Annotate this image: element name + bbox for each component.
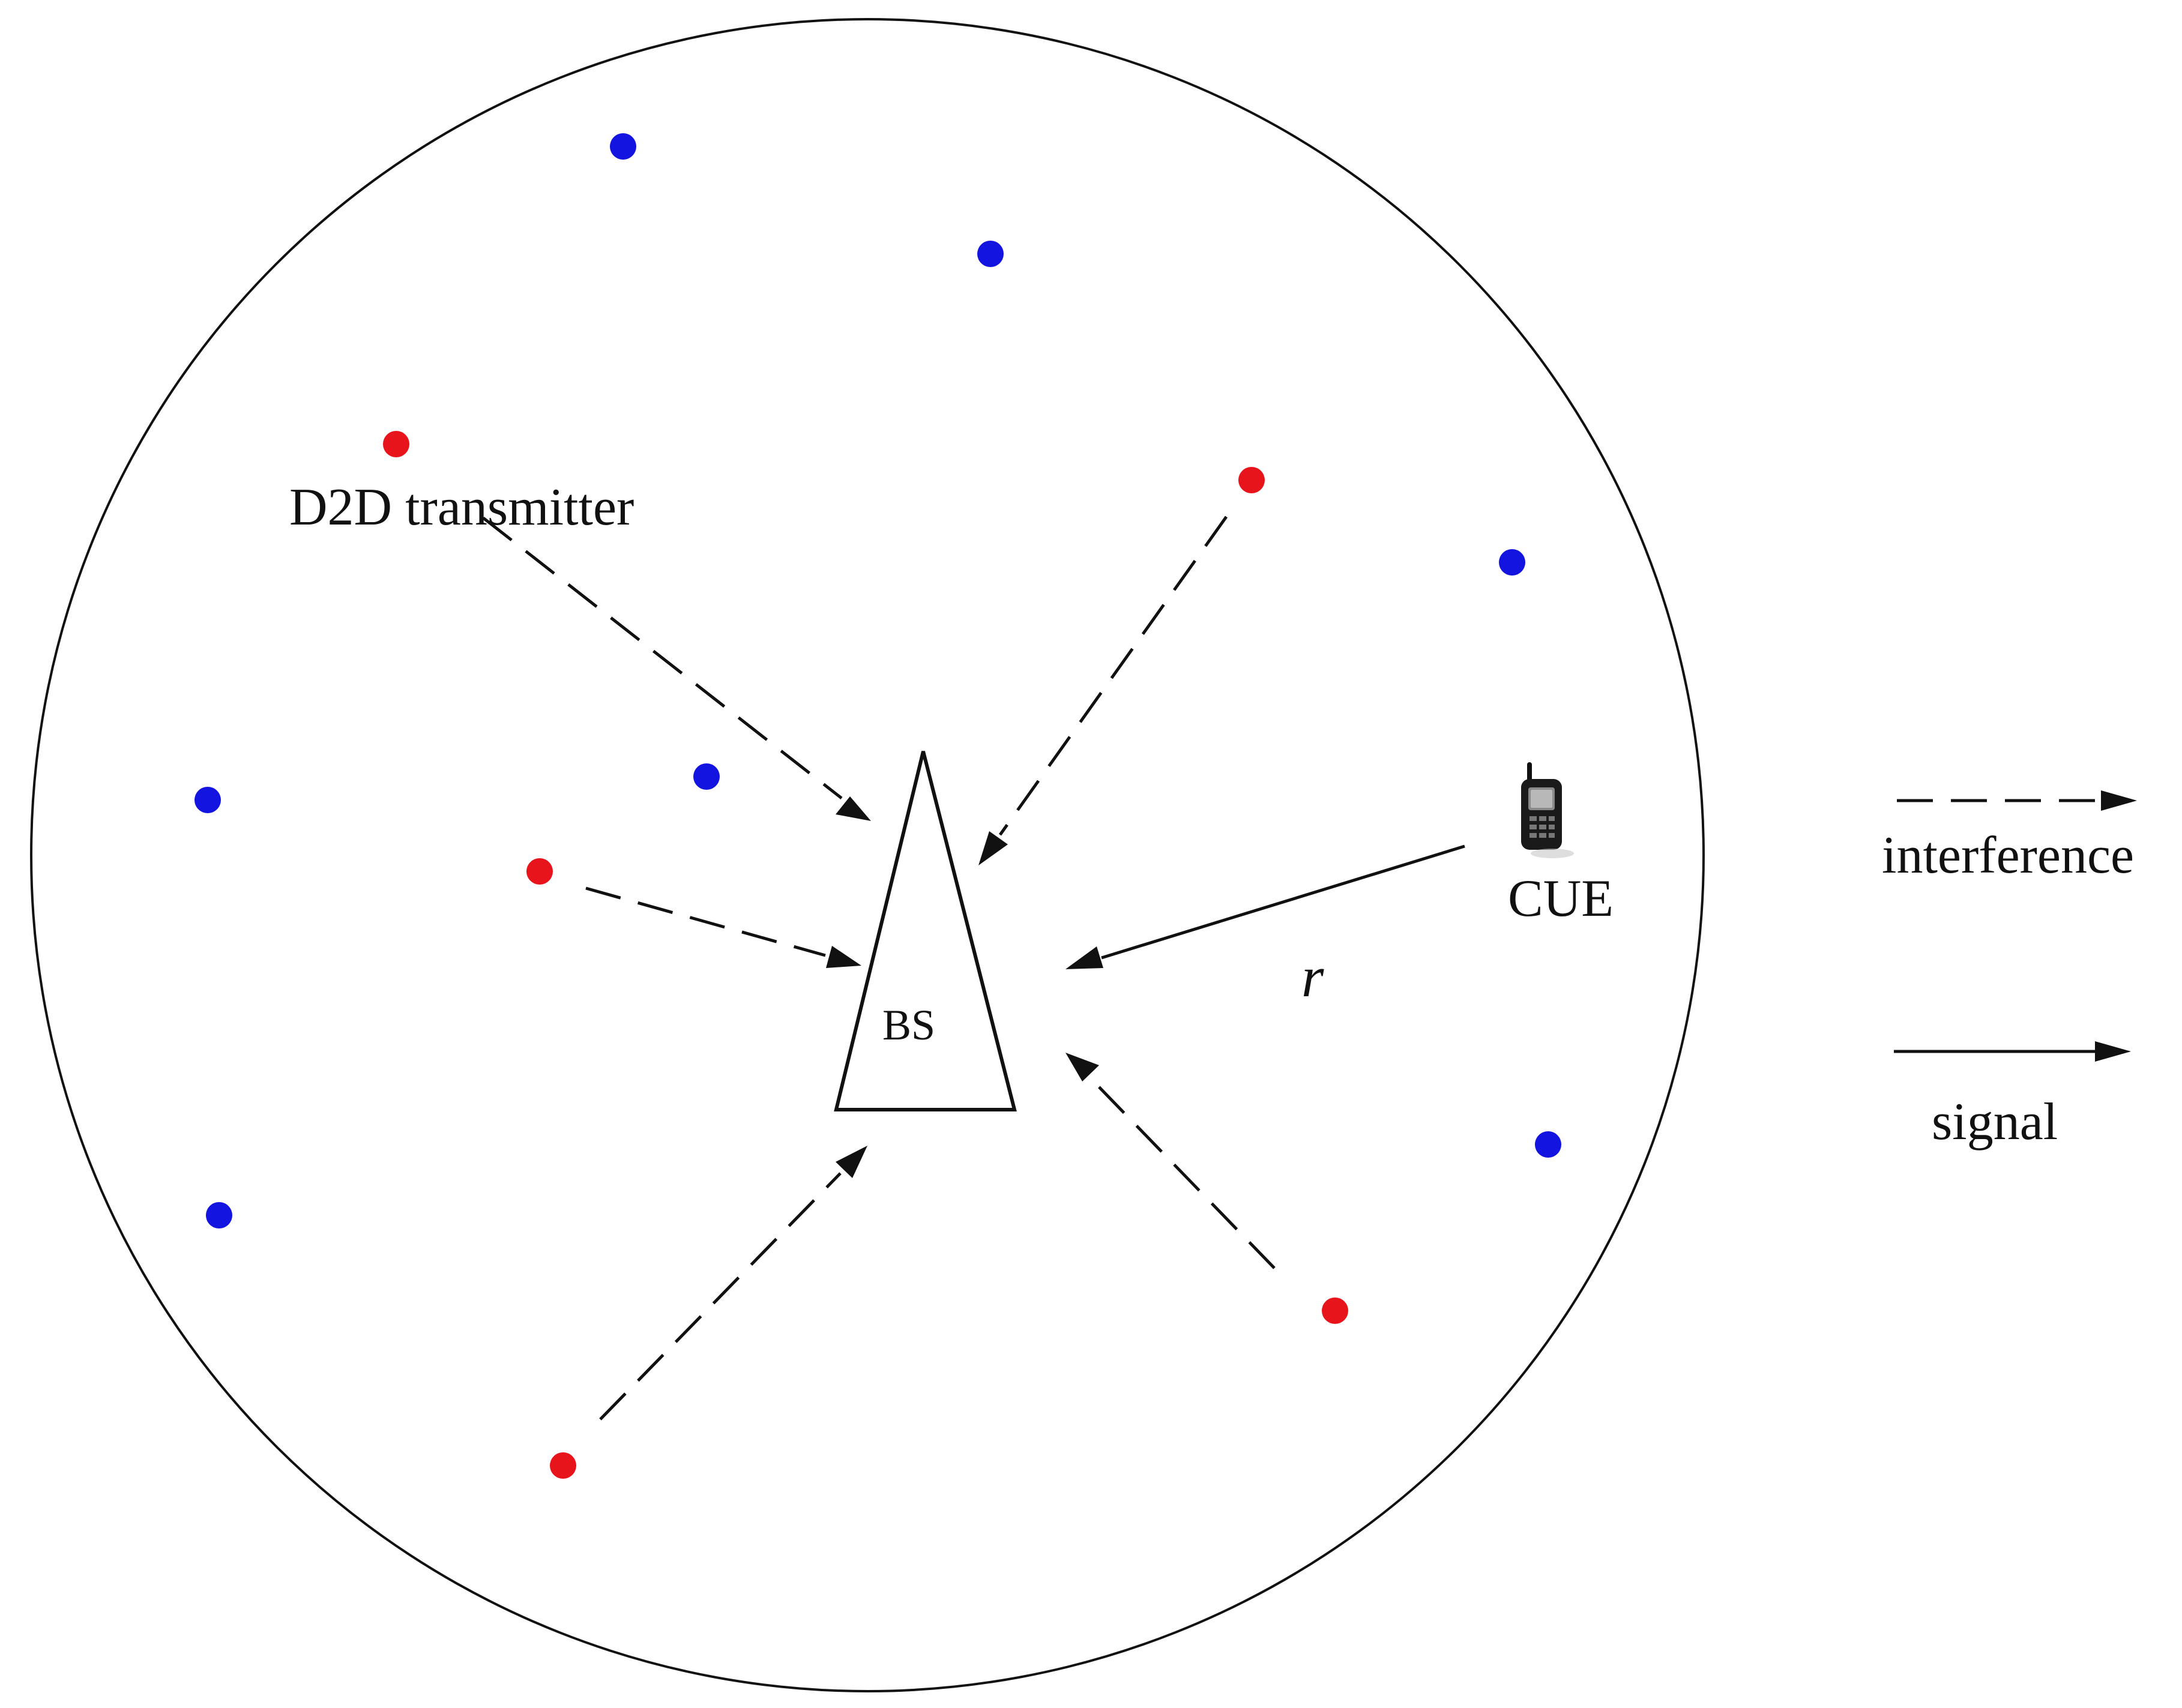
d2d-transmitters	[383, 431, 1348, 1479]
cell-boundary	[30, 18, 1705, 1692]
legend-interference-arrowhead	[2101, 790, 2137, 811]
interference-arrow-1	[482, 517, 843, 799]
legend-interference-label: interference	[1882, 826, 2134, 885]
arrowhead-5	[836, 1146, 867, 1178]
arrowhead-1	[836, 796, 871, 821]
arrowhead-3	[826, 946, 861, 968]
d2d-transmitter-dot	[1322, 1298, 1348, 1324]
interference-arrow-2	[998, 516, 1228, 836]
blue-node-dot	[206, 1202, 232, 1228]
signal-arrowhead	[1065, 946, 1103, 969]
arrowhead-2	[978, 831, 1008, 865]
bs-label: BS	[882, 1001, 935, 1049]
blue-node-dot	[977, 241, 1004, 267]
legend: interference signal	[1882, 790, 2137, 1151]
legend-signal-arrowhead	[2095, 1041, 2131, 1062]
blue-node-dot	[693, 763, 720, 790]
blue-node-dot	[610, 133, 636, 160]
blue-node-dot	[1499, 549, 1525, 576]
d2d-transmitter-dot	[383, 431, 409, 457]
blue-nodes	[194, 133, 1561, 1228]
cue-label: CUE	[1508, 870, 1614, 928]
interference-arrow-5	[599, 1172, 842, 1421]
signal-arrow	[1101, 844, 1465, 960]
blue-node-dot	[194, 787, 221, 813]
distance-label: r	[1301, 945, 1324, 1009]
mobile-phone-icon	[1521, 762, 1574, 858]
interference-arrow-4	[1091, 1078, 1276, 1269]
blue-node-dot	[1535, 1131, 1561, 1158]
d2d-transmitter-dot	[1238, 467, 1265, 493]
d2d-transmitter-dot	[550, 1452, 576, 1479]
interference-arrow-3	[585, 886, 826, 957]
d2d-transmitter-dot	[526, 858, 553, 885]
arrowhead-4	[1065, 1053, 1099, 1081]
interference-arrows	[482, 516, 1276, 1421]
base-station-triangle-icon	[834, 751, 1017, 1111]
legend-signal-label: signal	[1932, 1093, 2058, 1151]
d2d-transmitter-label: D2D transmitter	[289, 478, 634, 537]
interference-arrowheads	[826, 796, 1099, 1178]
